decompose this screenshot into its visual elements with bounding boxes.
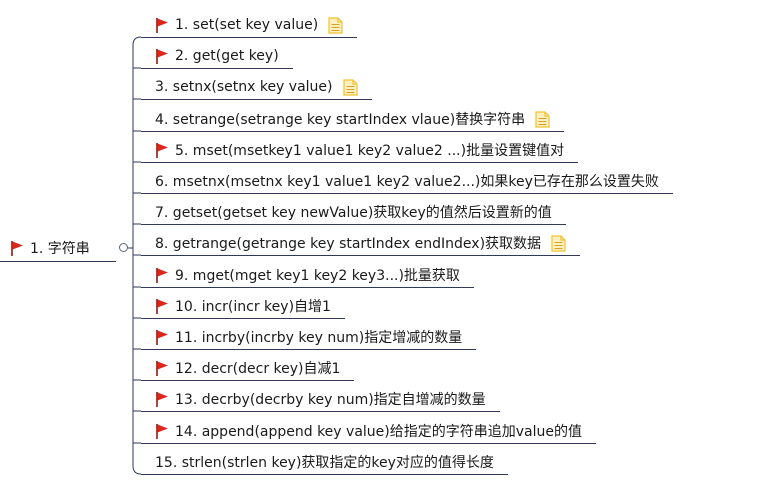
subtopic-10[interactable]: 10. incr(incr key)自增1 xyxy=(155,295,331,317)
subtopic-label: 3. setnx(setnx key value) xyxy=(155,79,333,95)
red-flag-icon xyxy=(156,49,168,64)
subtopic-label: 4. setrange(setrange key startIndex vlau… xyxy=(155,112,526,128)
subtopic-4[interactable]: 4. setrange(setrange key startIndex vlau… xyxy=(155,108,550,130)
subtopic-underline xyxy=(141,380,355,381)
subtopic-label: 6. msetnx(msetnx key1 value1 key2 value2… xyxy=(155,174,659,190)
subtopic-label: 15. strlen(strlen key)获取指定的key对应的值得长度 xyxy=(155,455,494,471)
subtopic-14[interactable]: 14. append(append key value)给指定的字符串追加val… xyxy=(155,420,582,442)
subtopic-underline xyxy=(141,349,477,350)
red-flag-icon xyxy=(156,392,168,407)
red-flag-icon xyxy=(156,361,168,376)
root-topic-label: 1. 字符串 xyxy=(30,241,90,257)
subtopic-underline xyxy=(141,162,579,163)
note-icon[interactable] xyxy=(328,16,343,34)
subtopic-underline xyxy=(141,255,581,256)
note-icon[interactable] xyxy=(342,78,358,96)
note-icon[interactable] xyxy=(551,234,566,252)
subtopic-label: 13. decrby(decrby key num)指定自增减的数量 xyxy=(175,392,486,408)
subtopic-underline xyxy=(141,411,500,412)
subtopic-11[interactable]: 11. incrby(incrby key num)指定增减的数量 xyxy=(155,326,462,348)
subtopic-underline xyxy=(141,131,565,132)
red-flag-icon xyxy=(156,143,168,158)
subtopic-underline xyxy=(141,474,508,475)
subtopic-label: 14. append(append key value)给指定的字符串追加val… xyxy=(175,424,582,440)
subtopic-underline xyxy=(141,193,673,194)
subtopic-5[interactable]: 5. mset(msetkey1 value1 key2 value2 ...)… xyxy=(155,139,564,161)
red-flag-icon xyxy=(11,241,23,256)
root-topic[interactable]: 1. 字符串 xyxy=(10,237,90,259)
subtopic-underline xyxy=(141,68,293,69)
subtopic-label: 7. getset(getset key newValue)获取key的值然后设… xyxy=(155,205,552,221)
subtopic-15[interactable]: 15. strlen(strlen key)获取指定的key对应的值得长度 xyxy=(155,451,494,473)
subtopic-underline xyxy=(141,287,474,288)
subtopic-8[interactable]: 8. getrange(getrange key startIndex endI… xyxy=(155,232,566,254)
subtopic-label: 2. get(get key) xyxy=(175,48,279,64)
red-flag-icon xyxy=(156,424,168,439)
subtopic-label: 10. incr(incr key)自增1 xyxy=(175,299,331,315)
subtopic-underline xyxy=(141,224,566,225)
subtopic-label: 11. incrby(incrby key num)指定增减的数量 xyxy=(175,330,463,346)
red-flag-icon xyxy=(156,299,168,314)
subtopic-label: 12. decr(decr key)自减1 xyxy=(175,361,341,377)
red-flag-icon xyxy=(156,18,168,33)
subtopic-6[interactable]: 6. msetnx(msetnx key1 value1 key2 value2… xyxy=(155,170,659,192)
subtopic-2[interactable]: 2. get(get key) xyxy=(155,45,279,67)
subtopic-7[interactable]: 7. getset(getset key newValue)获取key的值然后设… xyxy=(155,201,552,223)
subtopic-9[interactable]: 9. mget(mget key1 key2 key3...)批量获取 xyxy=(155,264,460,286)
subtopic-12[interactable]: 12. decr(decr key)自减1 xyxy=(155,357,340,379)
root-underline xyxy=(0,261,116,262)
red-flag-icon xyxy=(156,330,168,345)
subtopic-label: 9. mget(mget key1 key2 key3...)批量获取 xyxy=(175,268,460,284)
subtopic-label: 1. set(set key value) xyxy=(175,17,319,33)
subtopic-13[interactable]: 13. decrby(decrby key num)指定自增减的数量 xyxy=(155,388,486,410)
subtopic-underline xyxy=(141,37,358,38)
note-icon[interactable] xyxy=(535,110,550,128)
subtopic-label: 8. getrange(getrange key startIndex endI… xyxy=(155,236,542,252)
subtopic-3[interactable]: 3. setnx(setnx key value) xyxy=(155,76,358,98)
subtopic-underline xyxy=(141,318,345,319)
subtopic-underline xyxy=(141,443,596,444)
red-flag-icon xyxy=(156,268,168,283)
subtopic-1[interactable]: 1. set(set key value) xyxy=(155,14,343,36)
subtopic-underline xyxy=(141,99,372,100)
subtopic-label: 5. mset(msetkey1 value1 key2 value2 ...)… xyxy=(175,143,565,159)
collapse-toggle-icon[interactable] xyxy=(119,243,128,252)
